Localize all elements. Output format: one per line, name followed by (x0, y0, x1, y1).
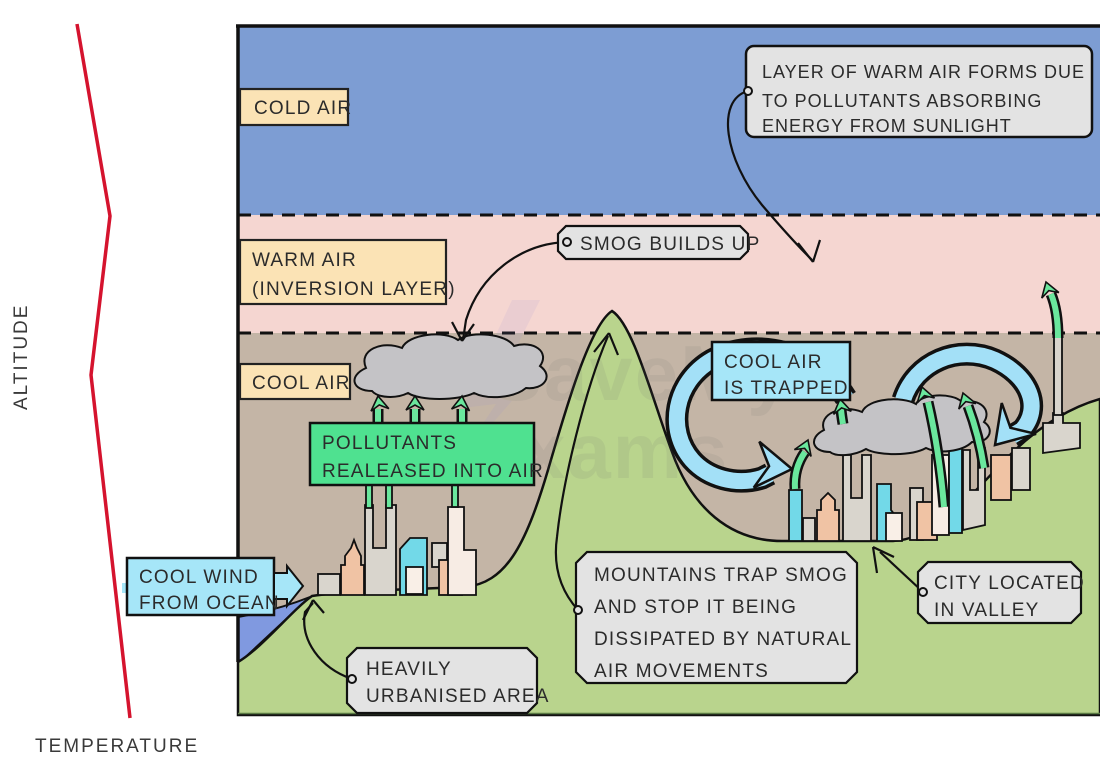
warm-layer-line1: LAYER OF WARM AIR FORMS DUE (762, 62, 1085, 82)
cool-wind-arrow (273, 563, 305, 609)
city-line1: CITY LOCATED (934, 573, 1085, 594)
altitude-axis-label: ALTITUDE (11, 304, 32, 410)
circulation-arrow-right (895, 346, 1040, 443)
connector-urbanised-arrowhead (302, 599, 325, 621)
temperature-graph: ALTITUDE TEMPERATURE (11, 23, 199, 757)
cold-air-label: COLD AIR (254, 98, 352, 119)
connector-dot (743, 86, 753, 96)
warm-air-label-line2: (INVERSION LAYER) (252, 279, 456, 300)
connector-smog (461, 240, 567, 341)
mountains-line2: AND STOP IT BEING (594, 597, 797, 618)
building (885, 512, 903, 542)
tall-chimney (1053, 336, 1063, 416)
pollutant-arrow (916, 385, 950, 508)
connector-dot (918, 587, 928, 597)
layer-label-cool-air: COOL AIR (238, 362, 352, 401)
connector-warm-layer (726, 89, 813, 261)
connector-smog-arrowhead (451, 321, 475, 342)
building (405, 566, 424, 595)
connector-mountains (554, 335, 610, 611)
callout-mountains-trap: MOUNTAINS TRAP SMOG AND STOP IT BEING DI… (573, 550, 859, 685)
temperature-curve (75, 23, 132, 719)
callout-cool-air-trapped: COOL AIR IS TRAPPED (710, 340, 852, 402)
pollutant-arrow (832, 397, 852, 425)
city-box (916, 560, 1083, 625)
building-tower (447, 506, 477, 596)
cool-wind-box (125, 556, 276, 617)
warm-air-label-box (238, 238, 448, 306)
connector-dot (347, 674, 357, 684)
smokestack (385, 483, 393, 509)
mountains-line1: MOUNTAINS TRAP SMOG (594, 565, 848, 586)
building-spire (340, 537, 365, 596)
building (1011, 447, 1031, 491)
building-spire (816, 491, 840, 542)
pollutants-line1: POLLUTANTS (322, 433, 457, 454)
building (948, 437, 963, 534)
connector-dot (573, 605, 583, 615)
pollutants-line2: REALEASED INTO AIR (322, 461, 544, 482)
cool-air-label: COOL AIR (252, 373, 351, 394)
callout-heavily-urbanised: HEAVILY URBANISED AREA (345, 646, 550, 715)
smog-label: SMOG BUILDS UP (580, 234, 760, 255)
callout-pollutants: POLLUTANTS REALEASED INTO AIR (308, 421, 544, 487)
connector-mountains-arrowhead (593, 332, 620, 356)
mountains-line4: AIR MOVEMENTS (594, 661, 769, 682)
callout-smog-builds-up: SMOG BUILDS UP (556, 224, 760, 261)
callout-city-located: CITY LOCATED IN VALLEY (916, 560, 1085, 625)
connector-dot (562, 237, 572, 247)
cold-air-label-box (238, 87, 350, 127)
layer-label-warm-air: WARM AIR (INVERSION LAYER) (238, 238, 456, 306)
smog-cloud-valley (813, 394, 991, 457)
pollutant-arrow (405, 394, 425, 424)
mountains-box (574, 550, 859, 685)
layer-label-cold-air: COLD AIR (238, 87, 352, 127)
cool-wind-line1: COOL WIND (139, 567, 259, 588)
cool-air-trapped-line2: IS TRAPPED (724, 378, 849, 399)
building (990, 454, 1012, 501)
circulation-arrowhead-right (993, 402, 1037, 447)
building-chimney (788, 489, 803, 542)
callout-warm-layer-forms: LAYER OF WARM AIR FORMS DUE TO POLLUTANT… (743, 44, 1094, 139)
smokestack (365, 483, 373, 509)
pollutant-arrow (957, 391, 990, 469)
circulation-arrowhead-left (752, 440, 795, 489)
pollutant-arrow (789, 438, 812, 490)
pollutant-arrows (370, 280, 1064, 508)
cool-wind-tick (122, 583, 127, 593)
warm-air-label-line1: WARM AIR (252, 250, 357, 271)
temperature-axis-label: TEMPERATURE (35, 736, 199, 757)
city-line2: IN VALLEY (934, 600, 1040, 621)
connector-city (879, 551, 924, 593)
smog-cloud-left (353, 333, 548, 400)
warm-layer-line2: TO POLLUTANTS ABSORBING (762, 91, 1042, 111)
connectors (302, 89, 924, 681)
cool-air-label-box (238, 362, 352, 401)
smog-box (556, 224, 750, 261)
building (802, 517, 816, 542)
cool-air-trapped-line1: COOL AIR (724, 352, 823, 373)
smokestack (451, 483, 459, 508)
pollutant-arrow (450, 394, 471, 424)
urbanised-box (345, 646, 539, 715)
callout-cool-wind: COOL WIND FROM OCEAN (122, 556, 305, 617)
building (317, 573, 341, 596)
pollutants-box (308, 421, 536, 487)
connector-warm-layer-arrowhead (797, 239, 822, 263)
cool-wind-line2: FROM OCEAN (139, 593, 280, 614)
pollutant-arrow (1040, 280, 1064, 339)
cool-air-trapped-box (710, 340, 852, 402)
connector-urbanised (303, 602, 353, 681)
urbanised-line2: URBANISED AREA (366, 686, 550, 707)
connector-city-arrowhead (871, 546, 895, 574)
building-with-chimney (1042, 412, 1081, 455)
mountains-line3: DISSIPATED BY NATURAL (594, 629, 852, 650)
pollutant-arrow (370, 394, 390, 424)
warm-layer-line3: ENERGY FROM SUNLIGHT (762, 116, 1012, 136)
left-city (317, 483, 477, 596)
urbanised-line1: HEAVILY (366, 659, 452, 680)
